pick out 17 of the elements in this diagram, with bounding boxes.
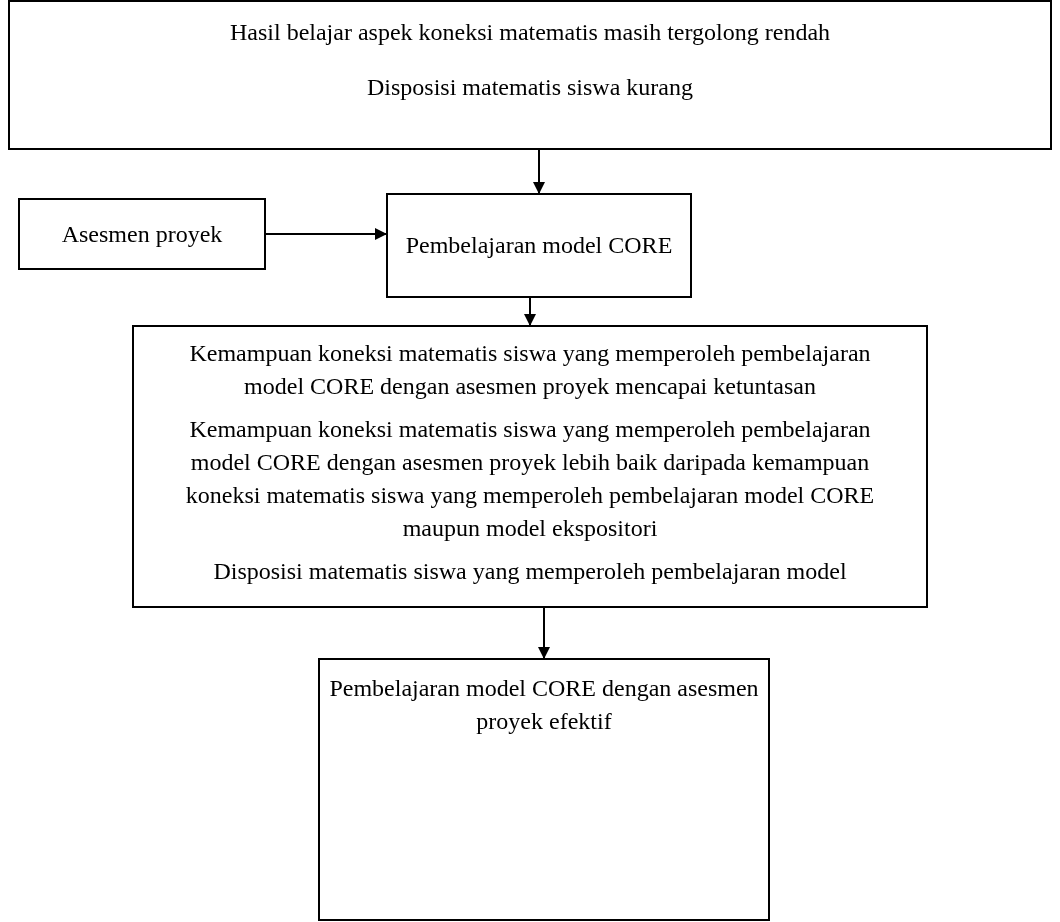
arrow	[533, 149, 545, 194]
process-box	[18, 198, 266, 270]
box-text: Asesmen proyek	[61, 219, 223, 249]
box-text: Pembelajaran model CORE dengan asesmen proyek efektif	[328, 674, 760, 736]
box-text: Disposisi matematis siswa yang memperoleh pembelajaran model	[213, 557, 847, 586]
box-text: Pembelajaran model CORE	[405, 231, 673, 260]
box-text: Kemampuan koneksi matematis siswa yang memperoleh pembelajaran model CORE dengan asesmen proyek lebih baik daripada kemampuan koneksi matematis siswa yang memperoleh pembelajaran model CORE maupun model ekspositori	[184, 415, 876, 543]
arrow	[265, 228, 387, 240]
arrow	[524, 297, 536, 326]
arrow	[538, 607, 550, 659]
box-text: Disposisi matematis siswa kurang	[367, 73, 693, 102]
process-box	[386, 193, 692, 298]
box-text: Kemampuan koneksi matematis siswa yang memperoleh pembelajaran model CORE dengan asesmen proyek mencapai ketuntasan	[188, 339, 872, 401]
process-box	[8, 0, 1052, 150]
process-box	[132, 325, 928, 608]
process-box	[318, 658, 770, 921]
box-text: Hasil belajar aspek koneksi matematis masih tergolong rendah	[229, 18, 831, 47]
